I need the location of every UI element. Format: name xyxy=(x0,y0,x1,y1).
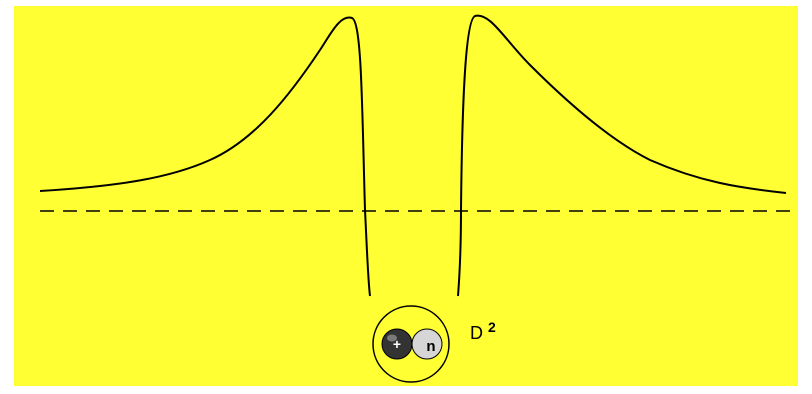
nucleus-label: D xyxy=(470,323,483,343)
potential-curve-left xyxy=(39,16,371,297)
proton-symbol: + xyxy=(393,336,401,352)
nucleus-label-superscript: 2 xyxy=(488,319,496,335)
proton-icon: + xyxy=(381,328,413,360)
nucleus-ring xyxy=(372,305,450,383)
deuteron-nucleus: + n xyxy=(372,305,450,383)
diagram-background xyxy=(14,6,798,386)
neutron-icon: n xyxy=(411,328,443,360)
potential-curve-right xyxy=(457,14,787,297)
neutron-symbol: n xyxy=(426,338,435,355)
